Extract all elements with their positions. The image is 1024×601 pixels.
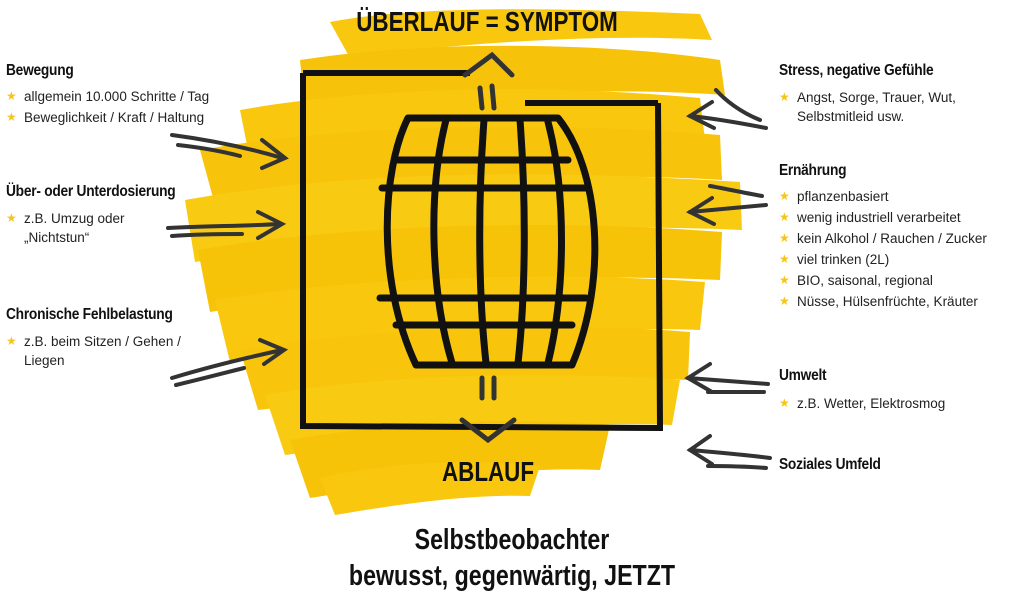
- list-item: ★Nüsse, Hülsenfrüchte, Kräuter: [779, 291, 1024, 312]
- section-chronisch: Chronische Fehlbelastung ★z.B. beim Sitz…: [6, 306, 236, 370]
- heading-stress: Stress, negative Gefühle: [779, 62, 934, 79]
- arrow-icon-up: [462, 51, 515, 111]
- list-item: ★Angst, Sorge, Trauer, Wut, Selbstmitlei…: [779, 90, 956, 124]
- list-ernaehrung: ★pflanzenbasiert ★wenig industriell vera…: [779, 186, 1024, 312]
- footer: Selbstbeobachter bewusst, gegenwärtig, J…: [262, 522, 762, 594]
- star-icon: ★: [6, 334, 17, 348]
- section-dosierung: Über- oder Unterdosierung ★z.B. Umzug od…: [6, 183, 236, 247]
- star-icon: ★: [6, 89, 17, 103]
- label-ablauf: ABLAUF: [441, 456, 535, 487]
- section-umwelt: Umwelt ★z.B. Wetter, Elektrosmog: [779, 367, 1019, 414]
- list-item: ★z.B. Wetter, Elektrosmog: [779, 393, 1019, 414]
- star-icon: ★: [779, 273, 790, 287]
- list-item: ★allgemein 10.000 Schritte / Tag: [6, 86, 266, 107]
- star-icon: ★: [779, 189, 790, 203]
- arrow-icon-chronisch: [170, 338, 289, 387]
- list-item: ★wenig industriell verarbeitet: [779, 207, 1024, 228]
- title-top-wrap: ÜBERLAUF = SYMPTOM: [287, 6, 687, 38]
- star-icon: ★: [779, 294, 790, 308]
- heading-umwelt: Umwelt: [779, 367, 827, 384]
- star-icon: ★: [6, 110, 17, 124]
- section-sozial: Soziales Umfeld: [779, 456, 1019, 474]
- arrow-icon-ernaehrung: [685, 184, 768, 226]
- list-dosierung: ★z.B. Umzug oder „Nichtstun“: [6, 209, 236, 247]
- section-stress: Stress, negative Gefühle ★Angst, Sorge, …: [779, 62, 1019, 126]
- list-stress: ★Angst, Sorge, Trauer, Wut, Selbstmitlei…: [779, 88, 1019, 126]
- section-ernaehrung: Ernährung ★pflanzenbasiert ★wenig indust…: [779, 162, 1024, 312]
- star-icon: ★: [779, 252, 790, 266]
- footer-line2: bewusst, gegenwärtig, JETZT: [348, 560, 676, 592]
- star-icon: ★: [779, 396, 790, 410]
- section-bewegung: Bewegung ★allgemein 10.000 Schritte / Ta…: [6, 62, 266, 128]
- barrel-icon: [376, 114, 599, 369]
- title-top: ÜBERLAUF = SYMPTOM: [356, 6, 618, 37]
- list-item: ★kein Alkohol / Rauchen / Zucker: [779, 228, 1024, 249]
- arrow-icon-sozial: [686, 434, 772, 470]
- star-icon: ★: [6, 211, 17, 225]
- heading-sozial: Soziales Umfeld: [779, 456, 881, 473]
- list-chronisch: ★z.B. beim Sitzen / Gehen / Liegen: [6, 332, 236, 370]
- list-bewegung: ★allgemein 10.000 Schritte / Tag ★Bewegl…: [6, 86, 266, 128]
- star-icon: ★: [779, 210, 790, 224]
- star-icon: ★: [779, 231, 790, 245]
- square-frame: [300, 70, 664, 432]
- list-item: ★BIO, saisonal, regional: [779, 270, 1024, 291]
- star-icon: ★: [779, 90, 790, 104]
- arrow-icon-umwelt: [684, 362, 770, 394]
- list-umwelt: ★z.B. Wetter, Elektrosmog: [779, 393, 1019, 414]
- heading-dosierung: Über- oder Unterdosierung: [6, 183, 176, 200]
- arrow-icon-dosierung: [166, 210, 287, 240]
- list-item: ★Beweglichkeit / Kraft / Haltung: [6, 107, 266, 128]
- arrow-icon-stress: [685, 88, 768, 130]
- arrow-icon-down: [459, 375, 517, 444]
- arrow-icon-bewegung: [170, 133, 289, 170]
- footer-line1: Selbstbeobachter: [414, 524, 610, 556]
- heading-chronisch: Chronische Fehlbelastung: [6, 306, 173, 323]
- list-item: ★z.B. Umzug oder „Nichtstun“: [6, 211, 125, 245]
- list-item: ★z.B. beim Sitzen / Gehen / Liegen: [6, 334, 181, 368]
- list-item: ★viel trinken (2L): [779, 249, 1024, 270]
- heading-bewegung: Bewegung: [6, 62, 74, 79]
- list-item: ★pflanzenbasiert: [779, 186, 1024, 207]
- heading-ernaehrung: Ernährung: [779, 162, 847, 179]
- label-bottom-wrap: ABLAUF: [388, 456, 588, 488]
